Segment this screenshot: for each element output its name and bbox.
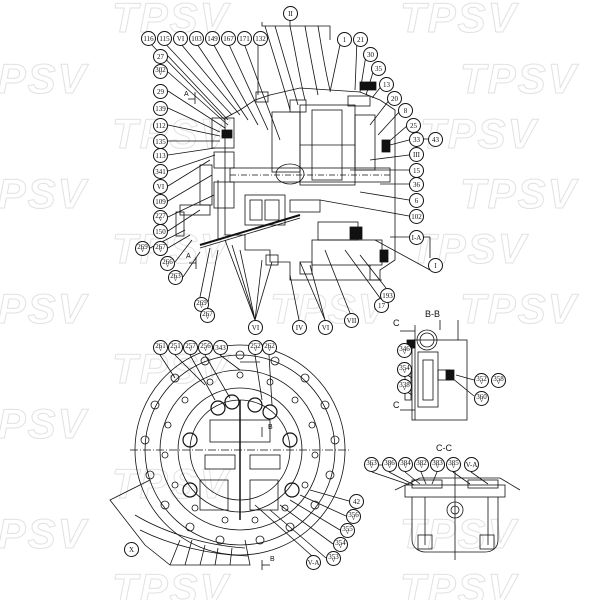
callout-balloon: 27: [153, 49, 168, 64]
callout-balloon: 267: [200, 308, 215, 323]
callout-balloon: 113: [153, 148, 168, 163]
callout-balloon: 36: [409, 177, 424, 192]
callout-balloon: 139: [153, 101, 168, 116]
callout-balloon: 266: [160, 256, 175, 271]
callout-balloon: IV: [292, 320, 307, 335]
callout-balloon: 135: [153, 134, 168, 149]
callout-balloon: 354: [333, 537, 348, 552]
callout-balloon: V-A: [306, 555, 321, 570]
section-marker-b: B: [268, 424, 273, 431]
view-marker-x: X: [124, 542, 139, 557]
callout-balloon: 360: [474, 391, 489, 406]
cut-label-c: C: [393, 318, 400, 328]
callout-balloon: 356: [346, 509, 361, 524]
callout-balloon: V-A: [464, 457, 479, 472]
callout-balloon: 382: [414, 457, 429, 472]
callout-balloon: 261: [153, 340, 168, 355]
callout-balloon: VI: [248, 320, 263, 335]
callout-balloon: VII: [344, 313, 359, 328]
callout-balloon: 346: [397, 343, 412, 358]
callout-balloon: 115: [157, 31, 172, 46]
callout-balloon: 343: [213, 340, 228, 355]
callout-balloon: 102: [409, 209, 424, 224]
callout-balloon: 112: [153, 118, 168, 133]
callout-balloon: 256: [198, 340, 213, 355]
callout-balloon: 20: [387, 91, 402, 106]
callout-balloon: II: [283, 6, 298, 21]
callout-balloon: 257: [183, 340, 198, 355]
callout-balloon: VI: [153, 179, 168, 194]
callout-balloon: 262: [262, 340, 277, 355]
callout-balloon: 6: [409, 193, 424, 208]
section-marker-a: A: [184, 91, 189, 98]
callout-balloon: 363: [364, 457, 379, 472]
callout-balloon: 358: [491, 373, 506, 388]
callout-balloon: 171: [237, 31, 252, 46]
callout-balloon: 384: [398, 457, 413, 472]
callout-balloon: 43: [428, 132, 443, 147]
section-cc-title: C-C: [436, 443, 452, 453]
callout-balloon: 15: [409, 163, 424, 178]
callout-balloon: 354: [397, 362, 412, 377]
callout-balloon: 150: [153, 224, 168, 239]
section-marker-a: A: [186, 253, 191, 260]
upper-assembly-drawing: [144, 14, 431, 321]
callout-balloon: 269: [135, 241, 150, 256]
callout-balloon: 13: [379, 77, 394, 92]
callout-balloon: 386: [382, 457, 397, 472]
callout-balloon: 167: [221, 31, 236, 46]
callout-balloon: 132: [253, 31, 268, 46]
callout-balloon: 352: [474, 373, 489, 388]
callout-balloon: 109: [153, 194, 168, 209]
section-cc-drawing: [364, 464, 521, 560]
callout-balloon: 116: [141, 31, 156, 46]
callout-balloon: 42: [349, 494, 364, 509]
callout-balloon: 25: [406, 118, 421, 133]
callout-balloon: I: [428, 258, 443, 273]
callout-balloon: 338: [397, 379, 412, 394]
section-marker-b: B: [270, 556, 275, 563]
section-bb-title: B-B: [425, 309, 441, 319]
callout-balloon: 263: [168, 270, 183, 285]
callout-balloon: 8: [398, 103, 413, 118]
callout-balloon: VI: [318, 320, 333, 335]
callout-balloon: 149: [205, 31, 220, 46]
callout-balloon: 21: [353, 32, 368, 47]
callout-balloon: 302: [153, 64, 168, 79]
callout-balloon: 385: [446, 457, 461, 472]
callout-balloon: I-A: [409, 230, 424, 245]
callout-balloon: 193: [380, 288, 395, 303]
callout-balloon: 267: [153, 241, 168, 256]
cut-label-c: C: [393, 400, 400, 410]
round-view-drawing: [109, 344, 350, 570]
callout-balloon: 227: [153, 210, 168, 225]
callout-balloon: 35: [371, 61, 386, 76]
callout-balloon: 29: [153, 84, 168, 99]
callout-balloon: 341: [153, 164, 168, 179]
callout-balloon: 355: [340, 523, 355, 538]
callout-balloon: 251: [168, 340, 183, 355]
callout-balloon: 252: [248, 340, 263, 355]
callout-balloon: III: [409, 147, 424, 162]
callout-balloon: 383: [430, 457, 445, 472]
callout-balloon: 103: [189, 31, 204, 46]
callout-balloon: 353: [326, 551, 341, 566]
callout-balloon: 30: [363, 47, 378, 62]
callout-balloon: 33: [409, 132, 424, 147]
callout-balloon: VI: [173, 31, 188, 46]
callout-balloon: 1: [337, 32, 352, 47]
